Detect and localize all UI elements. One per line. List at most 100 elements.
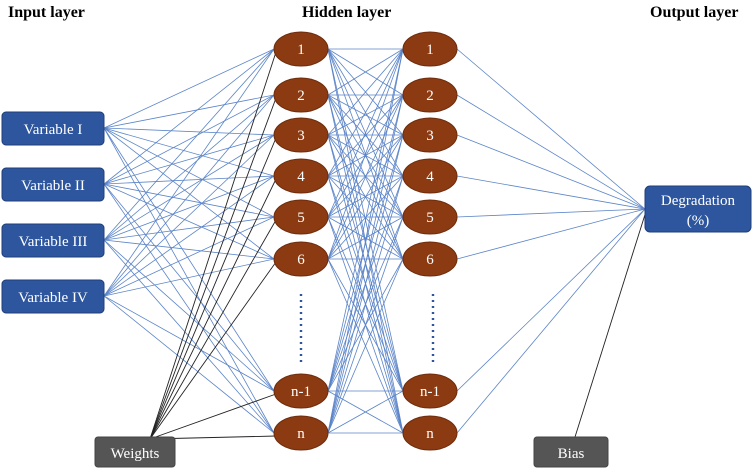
- hidden1-node-n-1: n-1: [273, 373, 329, 409]
- edge-weights-h1n3: [149, 137, 277, 440]
- hidden2-node-4: 4: [402, 158, 458, 194]
- hidden2-node-2-label: 2: [426, 88, 434, 104]
- edge-input4-h1n7: [103, 295, 275, 392]
- hidden2-node-3: 3: [402, 117, 458, 153]
- input-layer-title: Input layer: [8, 4, 85, 21]
- edge-h1n3-h2n2: [327, 94, 404, 136]
- edge-bias-output: [574, 204, 649, 438]
- edge-h1n6-h2n1: [327, 48, 404, 260]
- edge-h1n8-h2n1: [327, 48, 404, 434]
- hidden1-node-5-label: 5: [297, 210, 305, 226]
- edge-input1-h1n3: [103, 127, 275, 136]
- hidden2-node-n-1: n-1: [402, 373, 458, 409]
- hidden1-node-1: 1: [273, 31, 329, 67]
- hidden2-node-6: 6: [402, 241, 458, 277]
- edge-input4-h1n2: [103, 94, 275, 297]
- edge-input4-h1n1: [103, 48, 275, 297]
- hidden2-node-n-1-label: n-1: [420, 384, 440, 400]
- weights-label: Weights: [111, 446, 160, 462]
- edge-input1-h1n1: [103, 48, 275, 129]
- edge-h1n8-h2n5: [327, 216, 404, 434]
- edge-h1n8-h2n2: [327, 94, 404, 434]
- edge-h2n5-output: [456, 208, 646, 218]
- hidden2-node-4-label: 4: [426, 169, 434, 185]
- edge-h2n4-output: [456, 175, 646, 210]
- hidden1-node-4-label: 4: [297, 169, 305, 185]
- hidden-layer-title: Hidden layer: [302, 4, 391, 21]
- edge-input2-h1n2: [103, 94, 275, 185]
- edge-weights-h1n5: [149, 219, 277, 440]
- hidden1-node-1-label: 1: [297, 42, 305, 58]
- edge-h1n6-h2n5: [327, 216, 404, 260]
- edge-h1n8-h2n4: [327, 175, 404, 434]
- hidden2-node-n-label: n: [426, 426, 434, 442]
- edge-weights-h1n1: [149, 51, 277, 440]
- edge-input3-h1n5: [103, 216, 275, 241]
- edge-input4-h1n3: [103, 134, 275, 297]
- hidden2-node-6-label: 6: [426, 252, 434, 268]
- edge-h2n1-output: [456, 48, 646, 210]
- connection-edges: [103, 48, 646, 434]
- edge-h1n5-h2n1: [327, 48, 404, 218]
- edge-h1n6-h2n2: [327, 94, 404, 260]
- edge-h1n7-h2n1: [327, 48, 404, 392]
- hidden1-node-5: 5: [273, 199, 329, 235]
- edge-input1-h1n7: [103, 127, 275, 392]
- edge-h2n2-output: [456, 94, 646, 210]
- input-variable-3-label: Variable III: [19, 234, 88, 250]
- edge-input2-h1n8: [103, 183, 275, 434]
- input-variable-4: Variable IV: [1, 279, 105, 314]
- hidden1-node-2: 2: [273, 77, 329, 113]
- input-variable-1-label: Variable I: [24, 122, 83, 138]
- edge-input2-h1n7: [103, 183, 275, 392]
- hidden1-node-n-label: n: [297, 426, 305, 442]
- edge-h1n8-h2n6: [327, 258, 404, 434]
- edge-input1-h1n4: [103, 127, 275, 177]
- edge-h2n8-output: [456, 208, 646, 434]
- edge-input3-h1n3: [103, 134, 275, 241]
- edge-input2-h1n4: [103, 175, 275, 185]
- hidden1-node-n-1-label: n-1: [291, 384, 311, 400]
- edge-h1n3-h2n1: [327, 48, 404, 136]
- edge-input3-h1n7: [103, 239, 275, 392]
- edge-h1n8-h2n7: [327, 390, 404, 434]
- hidden1-node-n: n: [273, 415, 329, 451]
- output-label-line1: Degradation: [661, 193, 736, 209]
- edge-input3-h1n6: [103, 239, 275, 260]
- edge-input3-h1n2: [103, 94, 275, 241]
- hidden2-node-1-label: 1: [426, 42, 434, 58]
- input-variable-1: Variable I: [1, 111, 105, 146]
- bias-box: Bias: [533, 436, 609, 468]
- edge-input4-h1n5: [103, 216, 275, 297]
- edge-h1n6-h2n3: [327, 134, 404, 260]
- edge-h1n2-h2n1: [327, 48, 404, 96]
- edge-input3-h1n4: [103, 175, 275, 241]
- edge-input2-h1n3: [103, 134, 275, 185]
- edge-h2n7-output: [456, 208, 646, 392]
- edge-h1n5-h2n2: [327, 94, 404, 218]
- edge-h1n4-h2n2: [327, 94, 404, 177]
- edge-input4-h1n6: [103, 258, 275, 297]
- hidden1-node-3: 3: [273, 117, 329, 153]
- input-variable-4-label: Variable IV: [18, 290, 88, 306]
- weights-bias-edges: [149, 51, 649, 440]
- hidden1-node-2-label: 2: [297, 88, 305, 104]
- edge-weights-h1n2: [149, 97, 277, 440]
- input-variable-2: Variable II: [1, 167, 105, 202]
- hidden2-node-2: 2: [402, 77, 458, 113]
- hidden2-node-5-label: 5: [426, 210, 434, 226]
- edge-input1-h1n8: [103, 127, 275, 434]
- hidden1-node-6-label: 6: [297, 252, 305, 268]
- edge-h2n6-output: [456, 208, 646, 260]
- hidden1-node-3-label: 3: [297, 128, 305, 144]
- weights-box: Weights: [94, 436, 176, 468]
- edge-input3-h1n8: [103, 239, 275, 434]
- edge-input1-h1n6: [103, 127, 275, 260]
- edge-weights-h1n7: [149, 393, 277, 440]
- output-degradation: Degradation (%): [644, 185, 752, 233]
- edge-weights-h1n4: [149, 178, 277, 440]
- bias-label: Bias: [558, 446, 585, 462]
- edge-weights-h1n6: [149, 261, 277, 440]
- edge-input4-h1n4: [103, 175, 275, 297]
